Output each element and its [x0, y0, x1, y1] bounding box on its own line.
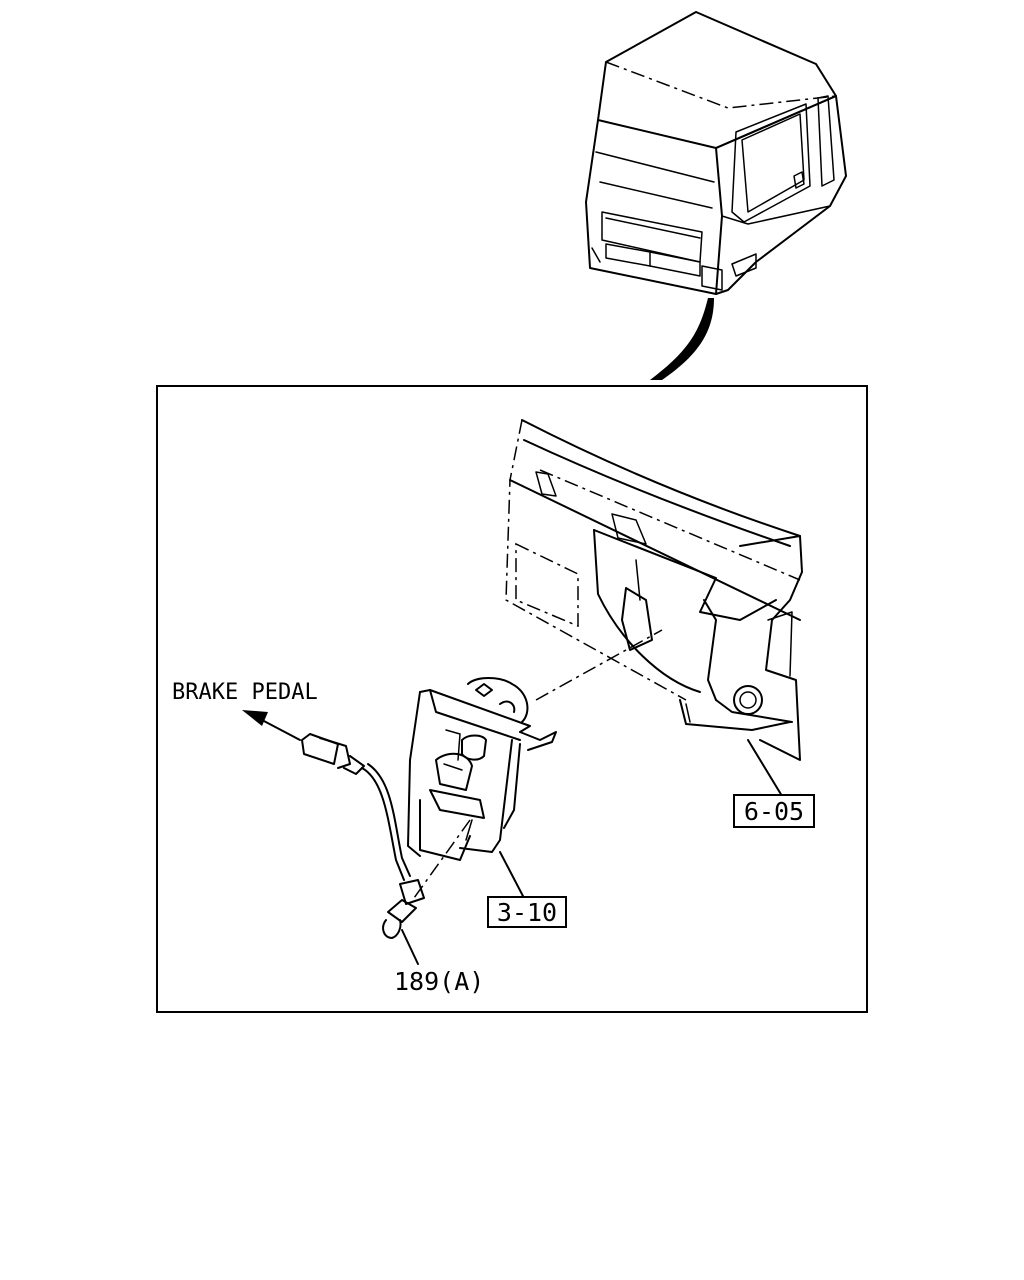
stop-lamp-switch-illustration — [301, 733, 425, 965]
part-189a-label[interactable]: 189(A) — [394, 967, 484, 996]
brake-pedal-label: BRAKE PEDAL — [172, 680, 318, 705]
truck-cab-illustration — [585, 11, 847, 380]
view-pointer — [650, 298, 714, 380]
detail-frame — [156, 385, 868, 1013]
dash-panel-illustration — [505, 419, 803, 797]
ref-6-05-label: 6-05 — [744, 797, 804, 826]
ref-3-10-callout[interactable]: 3-10 — [487, 896, 567, 928]
pedal-bracket-illustration — [407, 629, 663, 899]
ref-3-10-label: 3-10 — [497, 898, 557, 927]
ref-6-05-callout[interactable]: 6-05 — [733, 794, 815, 828]
brake-pedal-arrow — [242, 710, 301, 741]
